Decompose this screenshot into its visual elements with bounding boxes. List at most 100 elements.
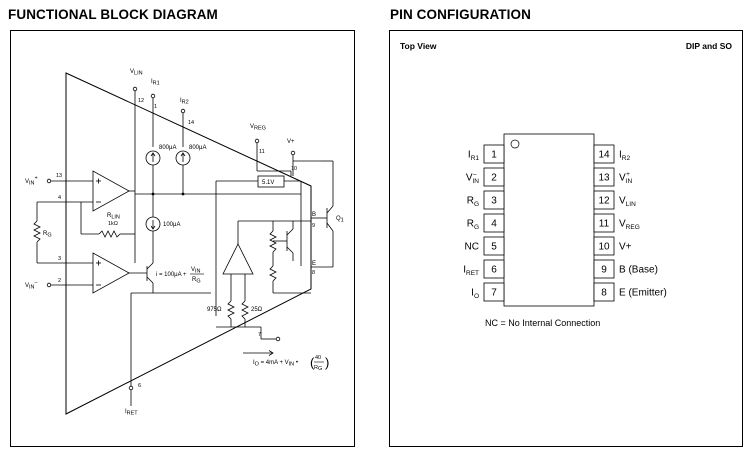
- pin-label: E (Emitter): [619, 288, 667, 299]
- ir2-label: IR2: [180, 98, 189, 106]
- opamp-lower: [92, 252, 130, 294]
- pin-box: [483, 236, 505, 256]
- pin-row-left-4: 4RG: [467, 213, 505, 233]
- block-diagram-svg: VLIN IR1 IR2 VREG V+ 12 1 14 11 10 13 4 …: [25, 69, 344, 417]
- pin-row-left-7: 7IO: [471, 282, 505, 302]
- pin-box: [483, 144, 505, 164]
- pin-box: [593, 282, 615, 302]
- pin-box: [593, 259, 615, 279]
- pin-num-1: 1: [154, 104, 157, 110]
- package-label: DIP and SO: [686, 41, 733, 51]
- e-label: E: [312, 261, 316, 267]
- pin-num-11: 11: [259, 149, 265, 155]
- i-equation-den: RG: [192, 277, 201, 285]
- chip-body: [503, 133, 595, 307]
- pin-row-right-14: 14 IR2: [593, 144, 630, 164]
- zener-label: 5.1V: [262, 180, 274, 186]
- transistor-inner: [273, 221, 294, 261]
- vlin-label: VLIN: [130, 69, 143, 77]
- current-source-800b: [175, 150, 191, 194]
- vreg-label: VREG: [250, 124, 266, 132]
- pin-row-right-12: 12 VLIN: [593, 190, 636, 210]
- io-equation: IO = 4mA + VIN •: [253, 360, 298, 368]
- pin-row-left-1: 1 IR1: [468, 144, 505, 164]
- pin-num-3: 3: [58, 256, 61, 262]
- transistor-lower: [130, 246, 211, 301]
- pin-num-6: 6: [138, 383, 141, 389]
- pin-number: 14: [598, 150, 610, 161]
- pin-box: [483, 282, 505, 302]
- pin-row-left-3: 3RG: [467, 190, 505, 210]
- pin-box: [483, 190, 505, 210]
- pin-footnote: NC = No Internal Connection: [485, 318, 600, 328]
- block-diagram-title: FUNCTIONAL BLOCK DIAGRAM: [8, 7, 218, 22]
- iret-label: IRET: [125, 409, 138, 417]
- pin-num-8: 8: [312, 270, 315, 276]
- pin-num-14: 14: [188, 120, 194, 126]
- pin-box: [593, 144, 615, 164]
- block-diagram-panel: VLIN IR1 IR2 VREG V+ 12 1 14 11 10 13 4 …: [10, 30, 355, 447]
- q1-label: Q1: [336, 216, 344, 224]
- pin-num-9: 9: [312, 223, 315, 229]
- pin-number: 10: [598, 242, 610, 253]
- ic-outline: [65, 72, 312, 415]
- pin-label: IR2: [619, 150, 630, 163]
- pin-num-12: 12: [138, 98, 144, 104]
- pin-label: VLIN: [619, 196, 636, 209]
- pin-label: IO: [471, 288, 479, 301]
- pin-number: 8: [601, 288, 607, 299]
- pin-config-svg: Top View DIP and SO 1IR12VIN–3RG4RG5NC6I…: [400, 41, 733, 328]
- zener-box: [257, 175, 285, 188]
- pin-number: 12: [598, 196, 610, 207]
- i-equation-left: i = 100μA +: [156, 272, 187, 278]
- current-100-label: 100μA: [163, 222, 180, 228]
- vplus-label: V+: [287, 139, 295, 145]
- top-view-label: Top View: [400, 41, 437, 51]
- pin-label: NC: [465, 242, 479, 253]
- pin-number: 9: [601, 265, 607, 276]
- pin-row-left-5: 5 NC: [465, 236, 505, 256]
- pin1-marker: [510, 139, 520, 149]
- current-source-800a: [145, 150, 161, 194]
- current-800b-label: 800μA: [189, 145, 206, 151]
- rg-label: RG: [43, 231, 52, 239]
- pin-num-7: 7: [258, 332, 261, 338]
- pin-row-right-8: 8 E (Emitter): [593, 282, 667, 302]
- r975-label: 975Ω: [207, 307, 222, 313]
- pin-label: RG: [467, 219, 479, 232]
- pin-number: 5: [491, 242, 497, 253]
- io-equation-den: RG: [314, 365, 322, 372]
- ir1-label: IR1: [151, 79, 160, 87]
- pin-box: [593, 190, 615, 210]
- pin-num-13: 13: [56, 173, 62, 179]
- r25-label: 25Ω: [251, 307, 263, 313]
- pin-label: VIN+: [619, 171, 632, 185]
- pin-num-2: 2: [58, 278, 61, 284]
- pin-number: 3: [491, 196, 497, 207]
- pin-config-title: PIN CONFIGURATION: [390, 7, 531, 22]
- pin-number: 11: [599, 219, 610, 230]
- pin-num-10: 10: [291, 166, 297, 172]
- pin-label: VIN–: [466, 171, 479, 185]
- opamp-upper: [92, 170, 135, 212]
- pin-num-4: 4: [58, 195, 61, 201]
- rlin-value: 1kΩ: [108, 221, 118, 227]
- io-equation-num: 40: [315, 355, 321, 361]
- pin-number: 1: [491, 150, 497, 161]
- b-label: B: [312, 212, 316, 218]
- pin-box: [483, 167, 505, 187]
- pin-box: [483, 213, 505, 233]
- pin-label: IRET: [463, 265, 479, 278]
- pin-box: [483, 259, 505, 279]
- pin-label: IR1: [468, 150, 479, 163]
- pin-box: [593, 167, 615, 187]
- pin-number: 2: [491, 173, 497, 184]
- io-paren-right: ): [325, 355, 329, 370]
- vin-plus-label: VIN+: [25, 176, 38, 187]
